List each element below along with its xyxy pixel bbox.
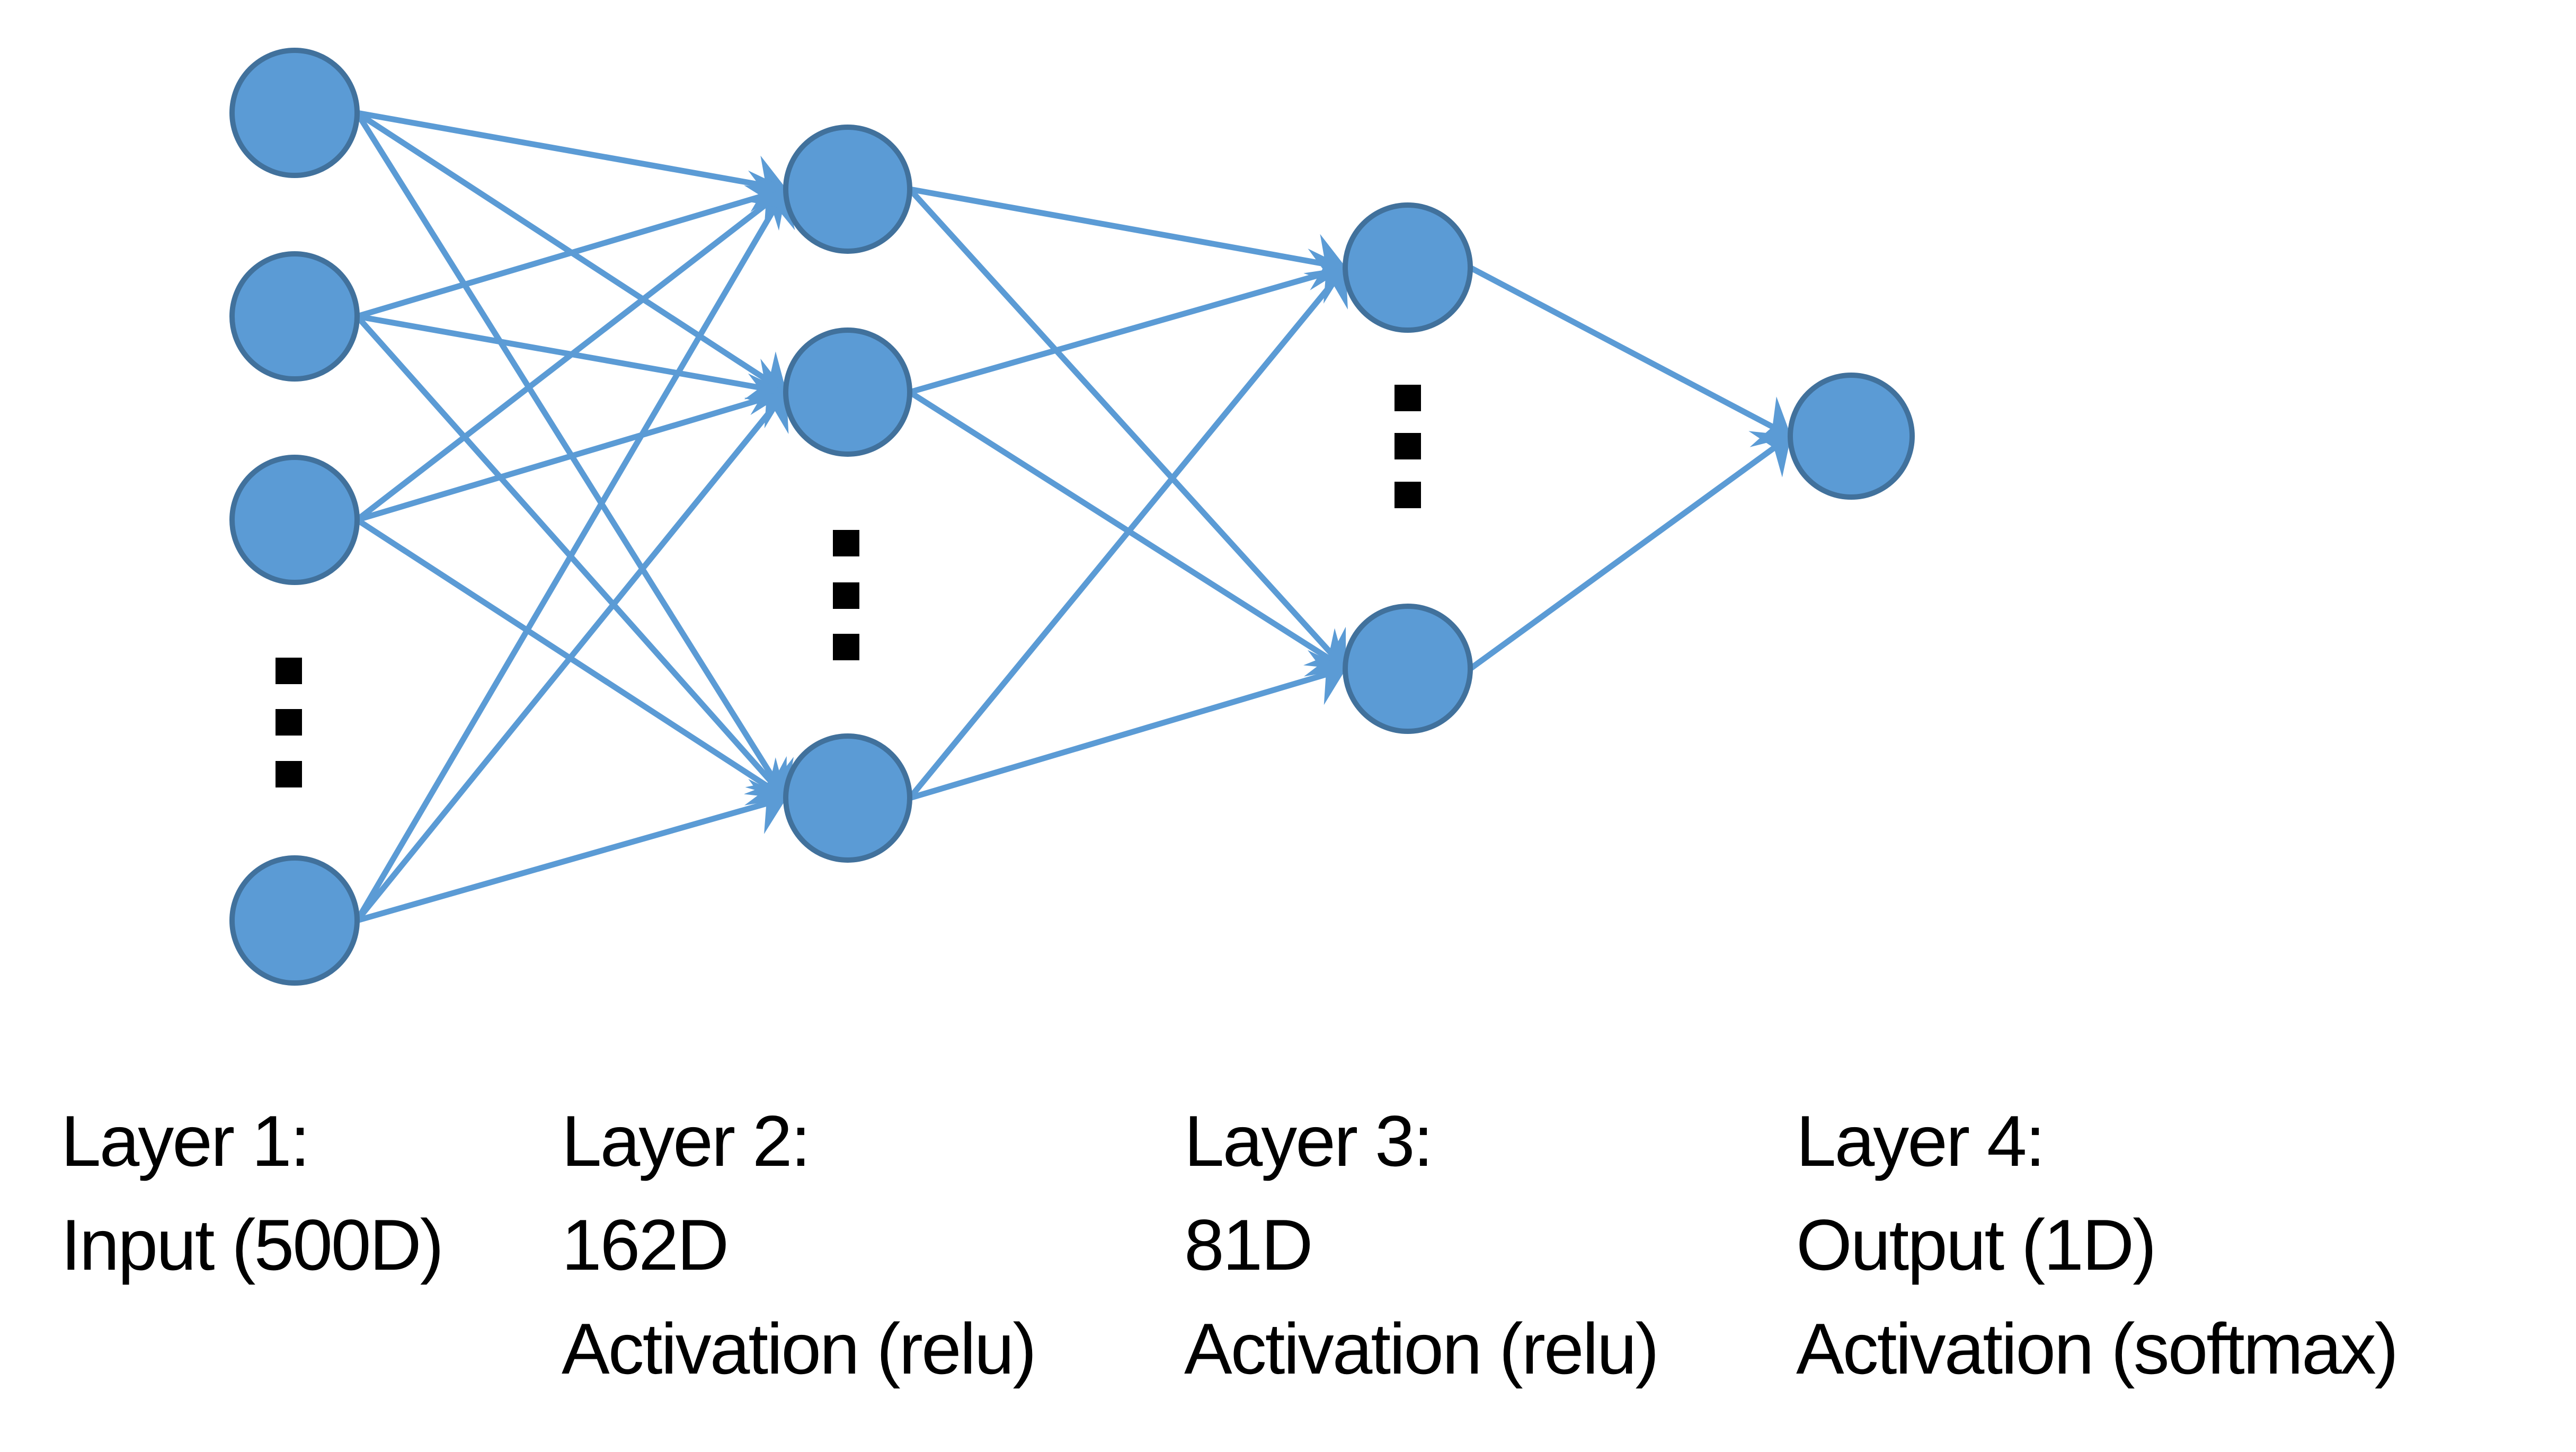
edge-arrow-layer-1-to-layer-2 — [356, 170, 787, 320]
layer-3-ellipsis-dot — [1394, 482, 1421, 508]
edge-arrow-layer-2-to-layer-3 — [909, 249, 1346, 395]
edge-arrow-layer-2-to-layer-3 — [909, 650, 1346, 801]
layer-2-node — [783, 733, 912, 863]
layer-3-node — [1343, 604, 1473, 734]
layer-2-ellipsis-dot — [833, 582, 859, 609]
edge-arrow-layer-1-to-layer-2 — [354, 188, 795, 922]
edge-arrow-layer-3-to-layer-4 — [1469, 265, 1792, 447]
edge-arrow-layer-3-to-layer-4 — [1468, 431, 1792, 671]
layer-2-node — [783, 125, 912, 254]
layer-3-node — [1343, 202, 1473, 333]
edge-arrow-layer-2-to-layer-3 — [909, 186, 1346, 290]
edge-arrow-layer-1-to-layer-2 — [357, 110, 787, 213]
layer-2-node — [783, 327, 912, 457]
layer-2-label-line-1: Layer 2: — [562, 1101, 809, 1181]
layer-1-ellipsis-dot — [276, 658, 302, 684]
layer-2-ellipsis-dot — [833, 530, 859, 556]
edge-arrow-layer-1-to-layer-2 — [356, 779, 787, 924]
edge-arrow-layer-2-to-layer-3 — [907, 187, 1348, 671]
edge-arrow-layer-2-to-layer-3 — [907, 265, 1348, 800]
layer-1-ellipsis-dot — [276, 709, 302, 736]
layer-3-ellipsis-dot — [1394, 433, 1421, 459]
layer-1-ellipsis-dot — [276, 761, 302, 787]
layer-1-node — [229, 48, 360, 178]
edge-arrow-layer-1-to-layer-2 — [356, 373, 787, 523]
layer-4-node — [1788, 373, 1915, 500]
layer-4-label-line-2: Output (1D) — [1796, 1205, 2155, 1285]
layer-3-ellipsis-dot — [1394, 385, 1421, 411]
edge-arrow-layer-1-to-layer-2 — [354, 390, 789, 923]
layer-1-label-line-2: Input (500D) — [61, 1205, 442, 1285]
layer-1-node — [229, 855, 360, 986]
layer-3-label-line-1: Layer 3: — [1184, 1101, 1432, 1181]
layer-2-label-line-3: Activation (relu) — [562, 1308, 1035, 1389]
layer-1-node — [229, 455, 360, 585]
layer-1-node — [229, 251, 360, 382]
layer-2-ellipsis-dot — [833, 634, 859, 660]
layer-2-label-line-2: 162D — [562, 1205, 727, 1285]
layer-4-label-line-3: Activation (softmax) — [1796, 1308, 2397, 1389]
layer-3-label-line-2: 81D — [1184, 1205, 1312, 1285]
edge-arrow-layer-1-to-layer-2 — [355, 185, 788, 523]
layer-1-label-line-1: Layer 1: — [61, 1101, 308, 1181]
layer-3-label-line-3: Activation (relu) — [1184, 1308, 1658, 1389]
layer-4-label-line-1: Layer 4: — [1796, 1101, 2044, 1181]
